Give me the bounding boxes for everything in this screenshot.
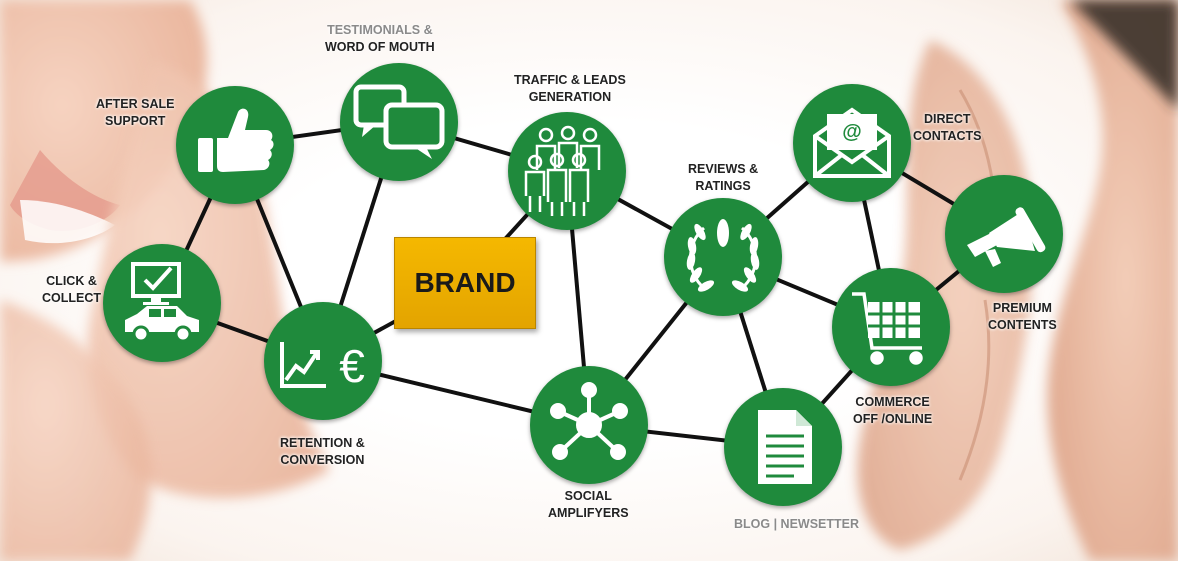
commerce-label-line2: OFF /ONLINE bbox=[853, 412, 933, 426]
thumbs-up-icon bbox=[198, 108, 274, 172]
direct-contacts-node: @ bbox=[793, 84, 911, 202]
traffic-label: TRAFFIC & LEADS GENERATION bbox=[514, 72, 626, 106]
svg-text:@: @ bbox=[842, 121, 862, 143]
retention-label-line1: RETENTION & bbox=[280, 436, 365, 450]
document-icon bbox=[758, 410, 812, 484]
premium-label-line2: CONTENTS bbox=[988, 318, 1057, 332]
social-label-line1: SOCIAL bbox=[564, 489, 612, 503]
after-sale-label-line1: AFTER SALE bbox=[96, 97, 175, 111]
brand-label: BRAND bbox=[414, 267, 516, 298]
social-label: SOCIAL AMPLIFYERS bbox=[548, 488, 629, 522]
after-sale-label-line2: SUPPORT bbox=[105, 114, 166, 128]
retention-label-line2: CONVERSION bbox=[280, 453, 365, 467]
reviews-node bbox=[664, 198, 782, 316]
retention-node: € bbox=[264, 302, 382, 420]
testimonials-label: TESTIMONIALS & WORD OF MOUTH bbox=[325, 22, 435, 56]
click-collect-node bbox=[103, 244, 221, 362]
retention-label: RETENTION & CONVERSION bbox=[280, 435, 365, 469]
traffic-label-line2: GENERATION bbox=[528, 90, 612, 104]
direct-contacts-label: DIRECT CONTACTS bbox=[913, 111, 982, 145]
after-sale-node bbox=[176, 86, 294, 204]
blog-node bbox=[724, 388, 842, 506]
testimonials-node bbox=[340, 63, 458, 181]
social-label-line2: AMPLIFYERS bbox=[548, 506, 629, 520]
svg-text:€: € bbox=[339, 340, 365, 392]
people-group-icon bbox=[524, 125, 601, 216]
direct-contacts-label-line2: CONTACTS bbox=[913, 129, 982, 143]
shopping-cart-icon bbox=[852, 292, 923, 365]
click-collect-label-line2: COLLECT bbox=[42, 291, 102, 305]
laurel-wreath-icon bbox=[686, 219, 760, 292]
social-node bbox=[530, 366, 648, 484]
click-collect-label-line1: CLICK & bbox=[46, 274, 97, 288]
growth-chart-euro-icon: € bbox=[280, 340, 365, 392]
reviews-label-line2: RATINGS bbox=[695, 179, 751, 193]
premium-label: PREMIUM CONTENTS bbox=[988, 300, 1057, 334]
megaphone-icon bbox=[967, 207, 1046, 267]
speech-bubbles-icon bbox=[353, 84, 445, 159]
email-envelope-icon: @ bbox=[813, 107, 891, 178]
testimonials-label-line1: TESTIMONIALS & bbox=[327, 23, 433, 37]
monitor-car-icon bbox=[125, 262, 199, 343]
blog-label-line1: BLOG | NEWSETTER bbox=[734, 517, 860, 531]
traffic-label-line1: TRAFFIC & LEADS bbox=[514, 73, 626, 87]
direct-contacts-label-line1: DIRECT bbox=[923, 112, 971, 126]
blog-label: BLOG | NEWSETTER bbox=[734, 516, 859, 533]
testimonials-label-line2: WORD OF MOUTH bbox=[325, 40, 435, 54]
reviews-label: REVIEWS & RATINGS bbox=[688, 161, 758, 195]
commerce-label-line1: COMMERCE bbox=[855, 395, 930, 409]
commerce-node bbox=[832, 268, 950, 386]
reviews-label-line1: REVIEWS & bbox=[688, 162, 759, 176]
premium-node bbox=[945, 175, 1063, 293]
commerce-label: COMMERCE OFF /ONLINE bbox=[853, 394, 932, 428]
traffic-node bbox=[508, 112, 626, 230]
network-hub-icon bbox=[550, 382, 628, 460]
brand-box: BRAND bbox=[394, 237, 536, 329]
click-collect-label: CLICK & COLLECT bbox=[42, 273, 101, 307]
after-sale-label: AFTER SALE SUPPORT bbox=[96, 96, 174, 130]
premium-label-line1: PREMIUM bbox=[992, 301, 1052, 315]
